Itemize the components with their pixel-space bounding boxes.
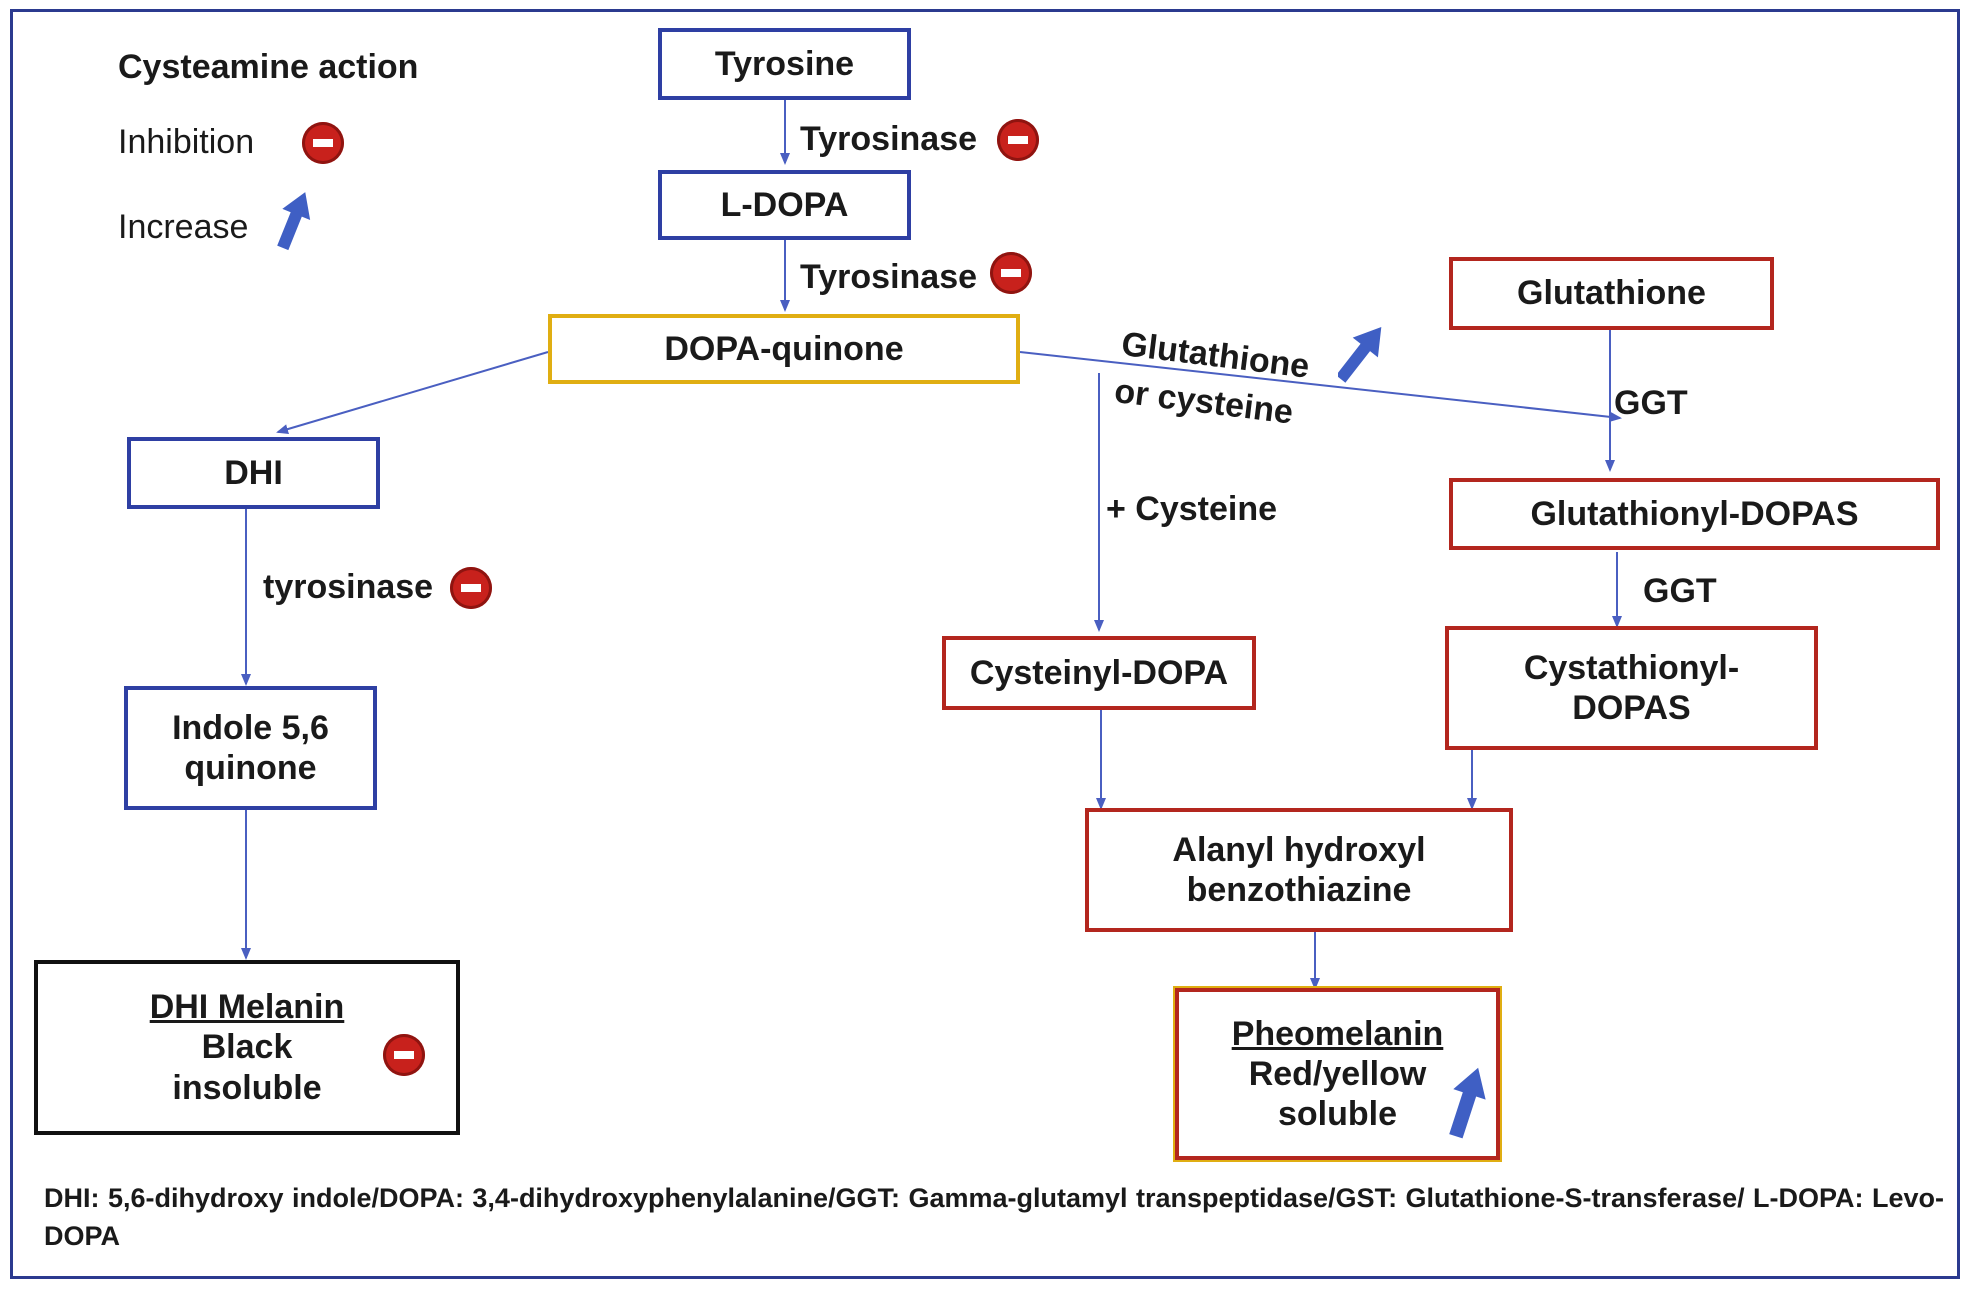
increase-arrow-icon [1338, 326, 1382, 383]
node-alanyl-hydroxyl-benzothiazine: Alanyl hydroxyl benzothiazine [1085, 808, 1513, 932]
node-glutathione: Glutathione [1449, 257, 1774, 330]
edge-label-ggt-1: GGT [1614, 384, 1688, 422]
node-cystathionyl-line1: Cystathionyl- [1523, 648, 1740, 687]
node-cystathionyl-line2: DOPAS [1572, 689, 1691, 727]
node-alanyl-line1: Alanyl hydroxyl [1172, 830, 1426, 869]
node-dhi-melanin-line2: insoluble [172, 1068, 322, 1107]
node-tyrosine: Tyrosine [658, 28, 911, 100]
edge-label-ggt-2: GGT [1643, 572, 1717, 610]
inhibition-icon [990, 252, 1032, 294]
node-dhi-melanin-title: DHI Melanin [149, 988, 345, 1027]
node-pheomelanin-line2: soluble [1277, 1095, 1398, 1134]
node-indole-line2: quinone [184, 749, 317, 787]
edge-label-tyrosinase-3: tyrosinase [263, 568, 434, 606]
node-dhi-melanin: DHI Melanin Black insoluble [34, 960, 460, 1135]
node-cystathionyl-dopas: Cystathionyl- DOPAS [1445, 626, 1818, 750]
inhibition-icon [302, 122, 344, 164]
edge-label-tyrosinase-2: Tyrosinase [800, 258, 978, 296]
node-glutathionyl-dopas: Glutathionyl-DOPAS [1449, 478, 1940, 550]
footnote: DHI: 5,6-dihydroxy indole/DOPA: 3,4-dihy… [44, 1183, 1944, 1251]
increase-arrow-icon [1449, 1067, 1486, 1139]
node-alanyl-line2: benzothiazine [1186, 871, 1412, 909]
legend-inhibition-label: Inhibition [118, 123, 255, 161]
arrow-dopaquinone-to-glutathionyl [1019, 351, 1622, 422]
node-glutathione-label: Glutathione [1517, 274, 1706, 313]
inhibition-icon [997, 119, 1039, 161]
node-dhi-label: DHI [224, 453, 283, 492]
node-pheomelanin-line1: Red/yellow [1248, 1054, 1427, 1093]
node-indole-quinone: Indole 5,6 quinone [124, 686, 377, 810]
inhibition-icon [450, 567, 492, 609]
node-glutathionyl-label: Glutathionyl-DOPAS [1530, 494, 1859, 533]
increase-arrow-icon [277, 192, 311, 251]
node-pheomelanin-title: Pheomelanin [1231, 1014, 1444, 1053]
inhibition-icon [383, 1034, 425, 1076]
legend-title: Cysteamine action [118, 48, 419, 86]
node-cysteinyl-label: Cysteinyl-DOPA [969, 653, 1229, 692]
edge-label-plus-cysteine: + Cysteine [1106, 490, 1278, 528]
node-tyrosine-label: Tyrosine [714, 44, 855, 83]
node-dhi-melanin-line1: Black [201, 1028, 293, 1067]
node-dopa-quinone-label: DOPA-quinone [664, 329, 904, 368]
node-dopa-quinone: DOPA-quinone [548, 314, 1020, 384]
node-ldopa-label: L-DOPA [720, 185, 849, 224]
diagram-frame [10, 9, 1960, 1279]
node-dhi: DHI [127, 437, 380, 509]
node-ldopa: L-DOPA [658, 170, 911, 240]
node-pheomelanin: Pheomelanin Red/yellow soluble [1175, 988, 1500, 1160]
arrow-dopaquinone-to-dhi [276, 351, 549, 434]
legend-increase-label: Increase [118, 208, 249, 246]
node-cysteinyl-dopa: Cysteinyl-DOPA [942, 636, 1256, 710]
edge-label-tyrosinase-1: Tyrosinase [800, 120, 978, 158]
node-indole-line1: Indole 5,6 [172, 708, 329, 747]
